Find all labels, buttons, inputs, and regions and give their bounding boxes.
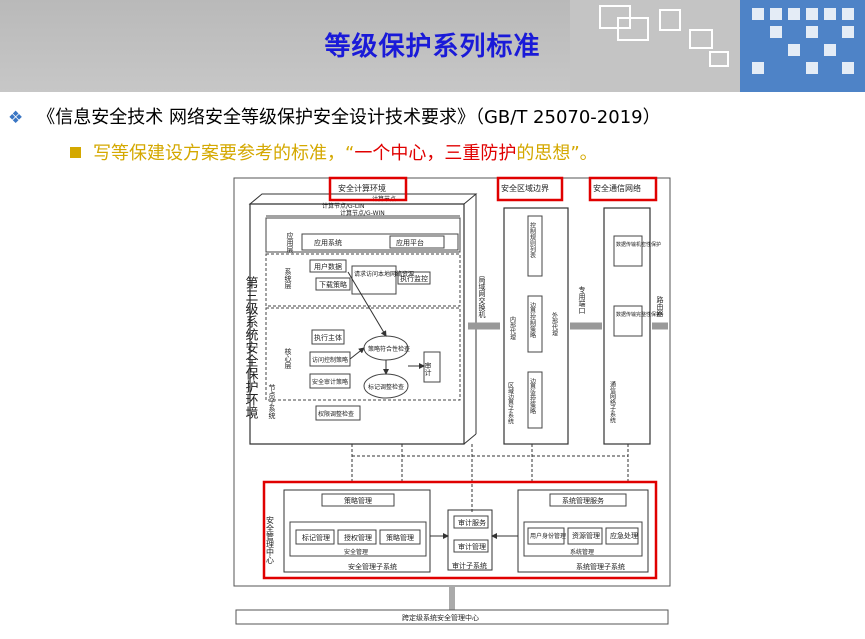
standard-name: 《信息安全技术 网络安全等级保护安全设计技术要求》（GB/T 25070-201… xyxy=(37,107,661,128)
cross-domain-label: 跨定级系统安全管理中心 xyxy=(402,613,479,622)
sec-mgmt-subsystem-label: 安全管理子系统 xyxy=(348,562,397,571)
audit-service-label: 审计服务 xyxy=(458,518,486,527)
control-list-label: 控制规则列表 xyxy=(529,221,536,259)
access-control-label: 访问控制策略 xyxy=(312,356,348,364)
region-boundary-frame xyxy=(496,176,564,202)
level-check-label: 策略符合性检查 xyxy=(368,345,410,353)
private-port-label: 专用端口 xyxy=(578,285,586,314)
mgmt-center-label: 安全管理中心 xyxy=(266,515,275,564)
mark-check-label: 标记调整检查 xyxy=(368,383,404,391)
external-proxy-label: 外部代理 xyxy=(551,311,558,336)
app-platform-label: 应用平台 xyxy=(396,238,424,247)
env-sub3-label: 计算节点/G-WIN xyxy=(340,209,385,217)
boundary-policy-label: 边界控制策略 xyxy=(529,301,536,339)
computing-env-label: 安全计算环境 xyxy=(338,183,386,193)
security-mgmt-label: 安全管理 xyxy=(344,548,368,556)
region-boundary-label: 安全区域边界 xyxy=(501,183,549,193)
policy-mgmt2-label: 策略管理 xyxy=(386,533,414,542)
computing-env-frame xyxy=(328,176,408,202)
resource-check-label: 权限调整检查 xyxy=(318,410,354,418)
audit-mgmt-label: 审计管理 xyxy=(458,542,486,551)
bullet-line-2: 写等保建设方案要参考的标准，“一个中心，三重防护的思想”。 xyxy=(70,139,598,165)
policy-mgmt-label: 策略管理 xyxy=(344,496,372,505)
app-system-label: 应用系统 xyxy=(314,238,342,247)
audit-subsystem-label: 审计子系统 xyxy=(452,561,487,570)
page-title: 等级保护系列标准 xyxy=(324,32,541,62)
download-policy-label: 下载策略 xyxy=(319,280,347,289)
apps-layer-label: 应用层 xyxy=(286,231,294,254)
square-bullet-icon xyxy=(70,146,81,158)
exec-monitor-label: 执行监控 xyxy=(400,274,428,283)
boundary-subsystem-label: 区域边界子系统 xyxy=(507,382,514,425)
env-sub2-label: 计算节点/G-LIN xyxy=(322,202,364,210)
decorative-squares-graphic xyxy=(570,0,865,92)
data-confidential-label: 数据传输机密性保护 xyxy=(616,241,661,248)
boundary-monitor-label: 边界监控策略 xyxy=(529,377,536,415)
bullet-line-1: ❖ 《信息安全技术 网络安全等级保护安全设计技术要求》（GB/T 25070-20… xyxy=(8,103,661,129)
comm-subsystem-label: 通信网络子系统 xyxy=(609,380,616,424)
resource-mgmt-label: 资源管理 xyxy=(572,531,600,540)
auth-mgmt-label: 授权管理 xyxy=(344,533,372,542)
bullet2-prefix: 写等保建设方案要参考的标准，“ xyxy=(93,143,355,164)
exec-subject-label: 执行主体 xyxy=(314,333,342,342)
bullet2-suffix: 的思想”。 xyxy=(516,143,598,164)
header-banner: 等级保护系列标准 xyxy=(0,0,865,92)
user-identity-label: 用户身份管理 xyxy=(530,532,566,540)
sys-mgmt-subsystem-label: 系统管理子系统 xyxy=(576,562,625,571)
core-layer-label: 核心层 xyxy=(284,347,292,370)
request-policy-label: 请求访问本地网络资源 xyxy=(354,270,414,278)
sys-mgmt-service-label: 系统管理服务 xyxy=(562,496,604,505)
internal-proxy-label: 内部代理 xyxy=(509,315,516,340)
sys-mgmt-label: 系统管理 xyxy=(570,548,594,556)
system-layer-label: 系统层 xyxy=(284,267,292,290)
guard-policy-label: 安全审计策略 xyxy=(312,378,348,386)
data-integrity-label: 数据传输完整性保护 xyxy=(616,311,661,318)
emergency-label: 应急处理 xyxy=(610,531,638,540)
node-subsystem-label: 节点子系统 xyxy=(268,384,276,420)
user-data-label: 用户数据 xyxy=(314,262,342,271)
mgmt-center-frame xyxy=(262,480,658,580)
region-gateway-label: 局域网交换机 xyxy=(478,276,486,319)
architecture-diagram: 计算节点/G-LIN 计算节点/G-WIN 计算节点 第三级系统安全保护环境 应… xyxy=(233,176,671,625)
router-label: 路由器 xyxy=(656,295,664,318)
left-vertical-label: 第三级系统安全保护环境 xyxy=(243,276,259,419)
audit-label: 审计 xyxy=(424,361,432,377)
comm-network-label: 安全通信网络 xyxy=(593,183,641,193)
diamond-bullet-icon: ❖ xyxy=(8,108,24,128)
mark-mgmt-label: 标记管理 xyxy=(302,533,330,542)
bullet2-highlight: 一个中心，三重防护 xyxy=(354,143,517,164)
comm-network-frame xyxy=(588,176,658,202)
